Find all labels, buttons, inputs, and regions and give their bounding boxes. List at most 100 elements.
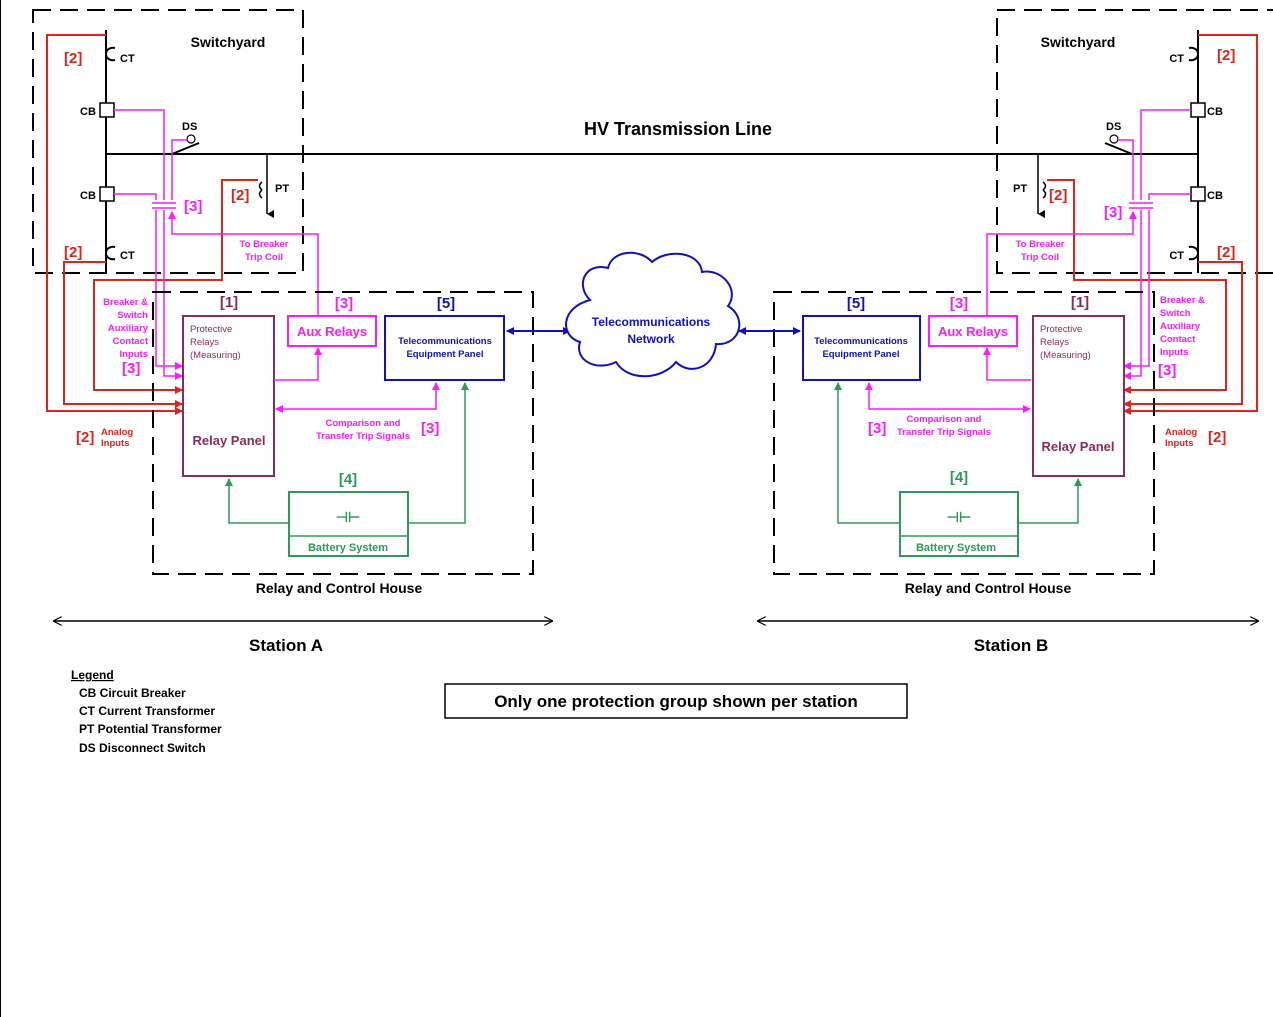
tag4-a: [4]: [339, 471, 357, 488]
switchyard-a-boundary: [32, 9, 304, 274]
aux-relays-a-label: Aux Relays: [297, 324, 367, 339]
ct-label-b-top: CT: [1169, 53, 1184, 65]
aux-contacts-a-line2: Switch: [117, 310, 148, 321]
tag2-a-analog: [2]: [76, 429, 94, 446]
contact-input-a-2: [163, 210, 183, 380]
analog-wire-a-ct-top: [46, 34, 183, 415]
aux-contact-a-symbol: [152, 202, 176, 209]
analog-label-a-1: Analog: [101, 427, 133, 438]
relay-panel-b-label: Relay Panel: [1042, 439, 1115, 454]
cb-symbol-a-top: [99, 102, 115, 118]
protective-a-1: Protective: [190, 324, 232, 335]
aux-relays-b: [928, 315, 1018, 347]
ds-b-blade: [1104, 142, 1133, 155]
station-b: Switchyard CT [2] CB CB CT [2] DS PT [2]…: [738, 9, 1273, 655]
cb-symbol-b-bottom: [1190, 186, 1206, 202]
battery-to-telecom-b: [834, 382, 900, 524]
ct-label-b-bottom: CT: [1169, 250, 1184, 262]
legend-item-pt: PT Potential Transformer: [79, 722, 222, 736]
tag3-b-contacts: [3]: [1104, 204, 1122, 221]
comparison-b-2: Transfer Trip Signals: [897, 427, 991, 438]
control-house-b-boundary: [773, 291, 1155, 575]
pt-label-b: PT: [1013, 183, 1027, 195]
ds-a-blade: [171, 142, 200, 155]
analog-wire-b-pt: [1047, 179, 1227, 394]
switchyard-b-boundary: [996, 9, 1273, 274]
aux-wire-a-cb-bottom: [114, 193, 157, 200]
ct-symbol-a-bottom: [105, 245, 116, 261]
trip-coil-label-a-2: Trip Coil: [245, 252, 283, 263]
ct-symbol-b-top: [1188, 46, 1199, 62]
aux-contacts-b-line1: Breaker &: [1160, 295, 1205, 306]
ds-a-symbol: [186, 134, 196, 144]
protective-b-2: Relays: [1040, 337, 1069, 348]
aux-contacts-a-line5: Inputs: [120, 349, 149, 360]
ct-label-a-bottom: CT: [120, 250, 135, 262]
hv-line-title: HV Transmission Line: [584, 119, 772, 139]
protective-a-3: (Measuring): [190, 350, 241, 361]
network-label-1: Telecommunications: [592, 315, 711, 329]
tag3-a-contacts: [3]: [184, 198, 202, 215]
trip-coil-wire-a: [168, 211, 319, 318]
tag3-a-aux: [3]: [335, 295, 353, 312]
network-label-2: Network: [627, 332, 675, 346]
station-a-label: Station A: [249, 636, 323, 655]
analog-wire-a-ct-bottom: [63, 261, 183, 408]
aux-contacts-a-line3: Auxiliary: [108, 323, 149, 334]
aux-wire-a-cb-top: [114, 109, 165, 200]
tag5-b: [5]: [847, 295, 865, 312]
trip-coil-wire-b: [986, 211, 1137, 318]
cb-label-b-top: CB: [1207, 106, 1223, 118]
telecom-a-1: Telecommunications: [398, 336, 492, 347]
tag3-a-comparison: [3]: [421, 420, 439, 437]
ds-label-b: DS: [1106, 121, 1121, 133]
trip-coil-label-b-1: To Breaker: [1016, 239, 1065, 250]
cb-label-b-bottom: CB: [1207, 190, 1223, 202]
telecom-b-2: Equipment Panel: [822, 349, 899, 360]
tag2-a-ct-bottom: [2]: [64, 244, 82, 261]
legend-item-ds: DS Disconnect Switch: [79, 741, 206, 755]
aux-contacts-b-line4: Contact: [1160, 334, 1196, 345]
tag2-a-ct-top: [2]: [64, 50, 82, 67]
tag2-b-pt: [2]: [1049, 187, 1067, 204]
contact-input-a-1: [155, 210, 183, 370]
tag3-b-aux: [3]: [950, 295, 968, 312]
note-text: Only one protection group shown per stat…: [494, 692, 858, 711]
ct-symbol-a-top: [105, 46, 116, 62]
control-house-a-label: Relay and Control House: [256, 580, 423, 596]
comparison-signal-a: [275, 382, 440, 413]
battery-a-label: Battery System: [308, 542, 388, 554]
comparison-a-2: Transfer Trip Signals: [316, 431, 410, 442]
aux-wire-b-cb-bottom: [1148, 193, 1191, 200]
aux-contacts-label-b: Breaker & Switch Auxiliary Contact Input…: [1160, 295, 1205, 358]
trip-coil-label-b-2: Trip Coil: [1021, 252, 1059, 263]
aux-relays-a: [287, 315, 377, 347]
aux-wire-b-ds: [1118, 139, 1134, 200]
protective-b-3: (Measuring): [1040, 350, 1091, 361]
telecom-b-1: Telecommunications: [814, 336, 908, 347]
telecom-a-2: Equipment Panel: [406, 349, 483, 360]
switchyard-b-label: Switchyard: [1041, 34, 1116, 50]
station-a: Switchyard CT [2] CB CB CT [2] DS PT [2]…: [32, 9, 571, 655]
control-house-b-label: Relay and Control House: [905, 580, 1072, 596]
relay-to-aux-a: [274, 347, 322, 381]
analog-label-a-2: Inputs: [101, 438, 130, 449]
relay-to-aux-b: [983, 347, 1031, 381]
battery-b-label: Battery System: [916, 542, 996, 554]
aux-relays-b-label: Aux Relays: [938, 324, 1008, 339]
aux-contacts-b-line3: Auxiliary: [1160, 321, 1201, 332]
telecom-panel-b: [802, 315, 921, 381]
battery-system-b: [899, 491, 1019, 557]
switchyard-a-label: Switchyard: [191, 34, 266, 50]
contact-input-b-2: [1123, 210, 1142, 380]
pt-b-symbol: [1042, 181, 1047, 199]
analog-wire-b-ct-bottom: [1123, 261, 1243, 408]
battery-system-a: [288, 491, 409, 557]
legend-title: Legend: [71, 668, 114, 682]
analog-label-b-1: Analog: [1165, 427, 1197, 438]
analog-label-b-2: Inputs: [1165, 438, 1194, 449]
aux-wire-a-ds: [171, 139, 187, 200]
tag4-b: [4]: [950, 469, 968, 486]
comparison-a-1: Comparison and: [326, 418, 401, 429]
trip-coil-label-a-1: To Breaker: [240, 239, 289, 250]
